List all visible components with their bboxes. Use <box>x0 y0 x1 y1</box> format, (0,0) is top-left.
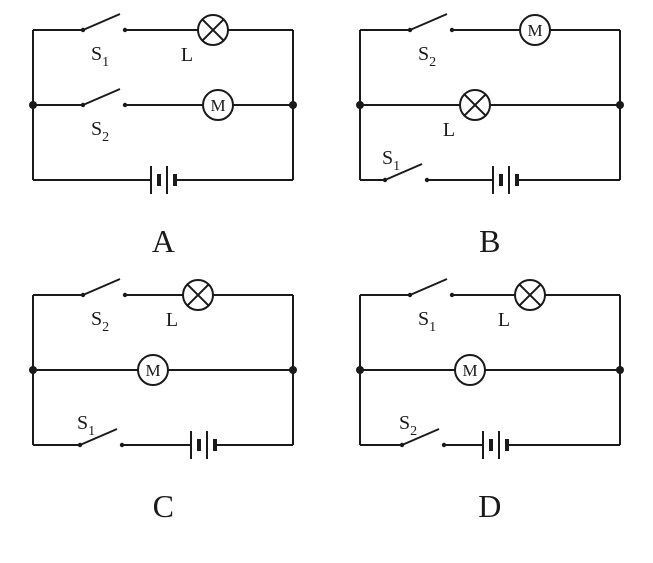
switch-blade-icon <box>82 88 121 106</box>
circuit-label-c: C <box>152 488 174 524</box>
circuit-diagram-b: S2 M L S1 B <box>327 8 653 257</box>
circuit-diagram-a: S1 L S2 M A <box>0 8 327 257</box>
junction-dot <box>289 366 298 374</box>
motor-letter: M <box>462 361 477 380</box>
circuit-canvas-d: S1 L M S2 <box>355 278 624 459</box>
switch-blade-icon <box>79 428 118 446</box>
circuit-diagram-c: S2 L M S1 C <box>0 273 327 522</box>
junction-dot <box>615 101 624 109</box>
circuit-label-a: A <box>151 223 175 259</box>
circuit-diagram-d: S1 L M S2 D <box>327 273 653 522</box>
component-label: L <box>166 309 178 331</box>
lamp-cross <box>463 93 487 117</box>
circuit-canvas-b: S2 M L S1 <box>355 13 624 194</box>
component-label: L <box>498 309 510 331</box>
lamp-cross <box>518 283 542 307</box>
lamp-cross <box>201 18 225 42</box>
switch-blade-icon <box>409 13 448 31</box>
switch-blade-icon <box>384 163 423 181</box>
junction-dot <box>29 101 38 109</box>
motor-letter: M <box>527 21 542 40</box>
switch-blade-icon <box>82 278 121 296</box>
junction-dot <box>289 101 298 109</box>
switch-blade-icon <box>409 278 448 296</box>
component-label: S2 <box>399 412 417 439</box>
component-label: S2 <box>91 308 109 335</box>
circuit-label-b: B <box>479 223 501 259</box>
motor-letter: M <box>211 96 226 115</box>
motor-letter: M <box>146 361 161 380</box>
circuit-canvas-a: S1 L S2 M <box>29 13 298 194</box>
circuit-canvas-c: S2 L M S1 <box>29 278 298 459</box>
component-label: S1 <box>418 308 436 335</box>
component-label: S1 <box>77 412 95 439</box>
circuit-label-d: D <box>478 488 502 524</box>
component-label: L <box>443 119 455 141</box>
junction-dot <box>355 366 364 374</box>
component-label: S2 <box>91 118 109 145</box>
component-label: L <box>181 44 193 66</box>
junction-dot <box>29 366 38 374</box>
component-label: S1 <box>91 43 109 70</box>
switch-blade-icon <box>401 428 440 446</box>
junction-dot <box>615 366 624 374</box>
lamp-cross <box>186 283 210 307</box>
switch-blade-icon <box>82 13 121 31</box>
component-label: S1 <box>382 147 400 174</box>
junction-dot <box>355 101 364 109</box>
component-label: S2 <box>418 43 436 70</box>
